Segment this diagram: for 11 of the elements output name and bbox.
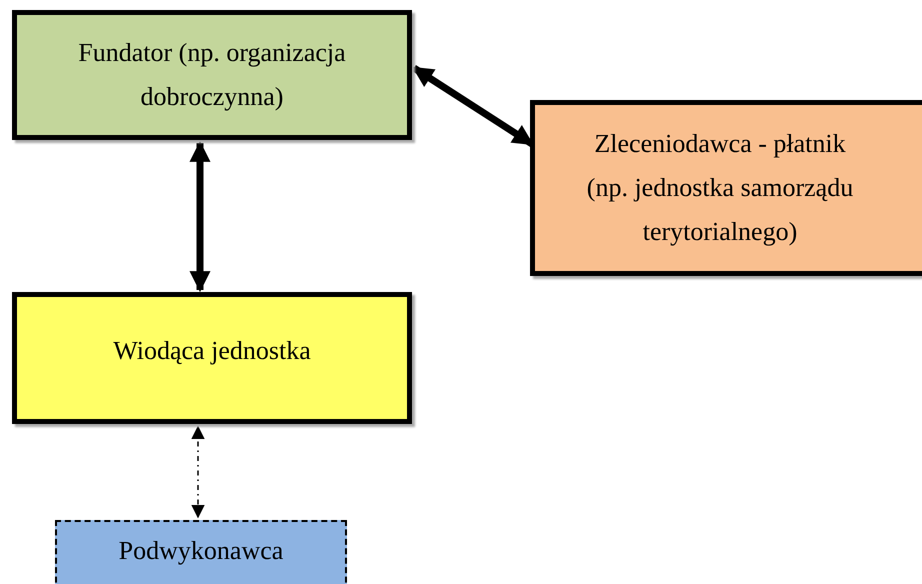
- process-box: [12, 292, 412, 424]
- double-arrow: [190, 140, 210, 292]
- node-subtitle: (np. jednostka samorządu terytorialnego): [586, 172, 854, 248]
- process-box: [12, 10, 412, 140]
- node-title: Zleceniodawca - płatnik: [594, 128, 846, 160]
- node-text: Fundator (np. organizacja dobroczynna): [77, 37, 347, 113]
- node-text: Podwykonawca: [118, 535, 284, 567]
- double-arrow: [191, 426, 205, 518]
- process-box: [530, 100, 922, 276]
- node-text: Wiodąca jednostka: [113, 335, 311, 367]
- process-box: [55, 520, 347, 584]
